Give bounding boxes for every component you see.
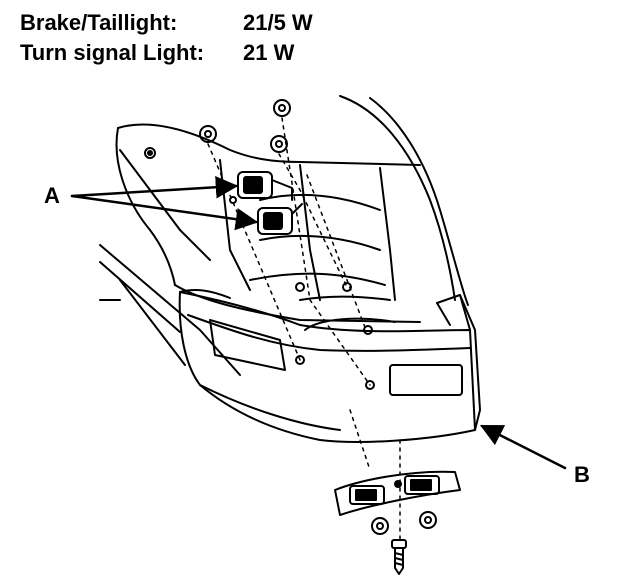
spec-value: 21/5 W (243, 10, 313, 35)
mounting-screw (391, 539, 407, 575)
lower-bracket (334, 470, 461, 516)
alignment-lines (207, 117, 401, 541)
spec-label: Brake/Taillight: (20, 10, 178, 35)
callout-a-label: A (44, 183, 60, 208)
taillight-housing (178, 289, 481, 443)
bulb-socket-upper (237, 171, 293, 201)
spec-label: Turn signal Light: (20, 40, 205, 65)
mounting-nuts-bottom (371, 511, 437, 535)
bumper-edge (99, 244, 241, 376)
callout-leaders (70, 176, 567, 470)
mounting-holes (144, 147, 375, 390)
callout-b-label: B (574, 462, 590, 487)
mounting-nuts-top (199, 99, 291, 153)
spec-value: 21 W (243, 40, 295, 65)
